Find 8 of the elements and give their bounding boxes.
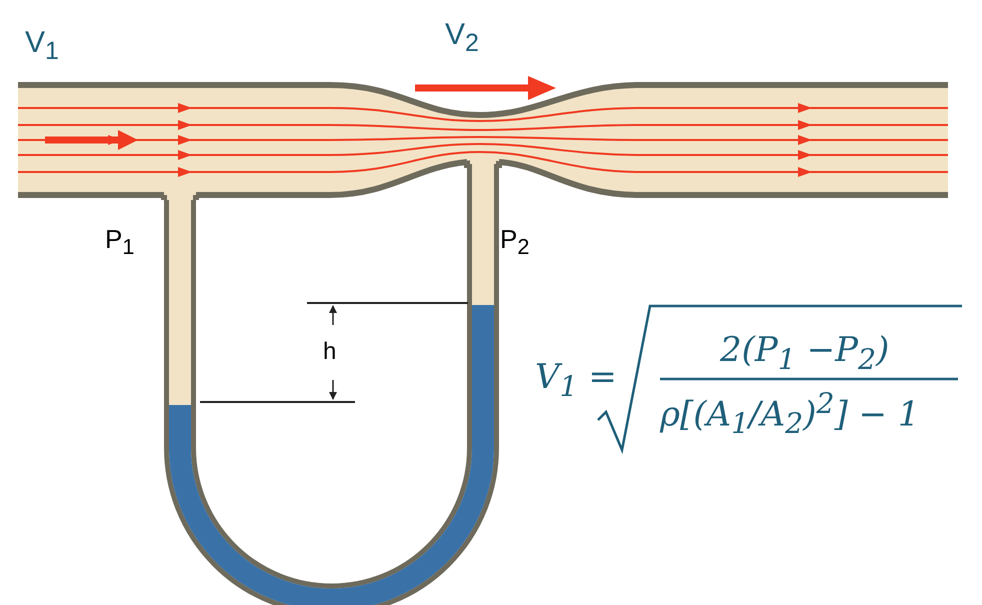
velocity-label: V$_{2}$ (445, 20, 479, 56)
pressure-label: P$_{1}$ (105, 226, 134, 258)
formula-numerator: 2(P$_{1}$ −P$_{2}$) (720, 333, 890, 374)
height-label: h (323, 340, 336, 364)
velocity-label: V$_{1}$ (25, 28, 59, 64)
formula-text: V$_{1}$ = (535, 360, 617, 402)
pressure-label: P$_{2}$ (500, 226, 530, 258)
formula-denominator: ρ[(A$_{1}$/A$_{2}$)$^{2}$] − 1 (660, 390, 920, 438)
